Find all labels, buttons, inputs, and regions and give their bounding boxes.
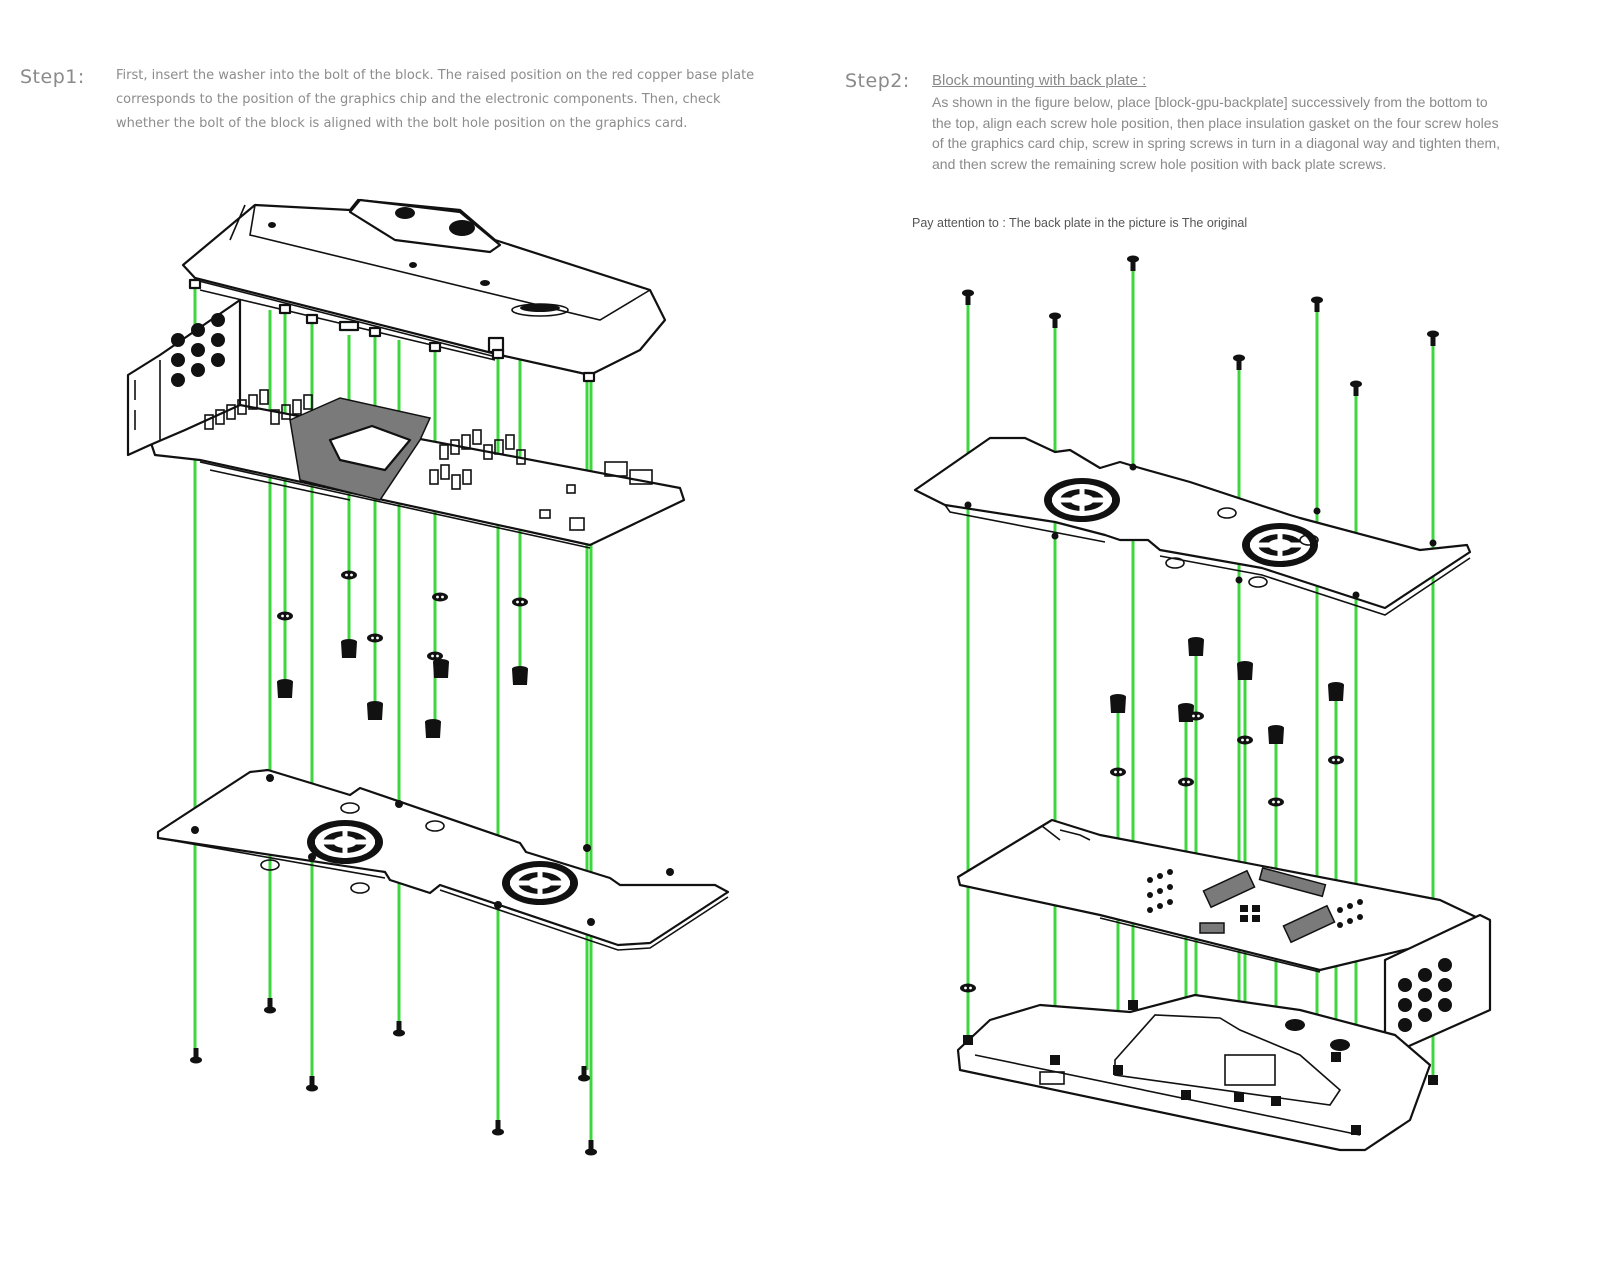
attention-note: Pay attention to : The back plate in the… [912, 216, 1248, 230]
solder-pads [1147, 869, 1363, 928]
step2-line: As shown in the figure below, place [blo… [932, 94, 1488, 110]
step1-line: corresponds to the position of the graph… [116, 92, 721, 107]
block-standoffs [188, 278, 596, 383]
step1-text: First, insert the washer into the bolt o… [116, 64, 754, 136]
step1-line: First, insert the washer into the bolt o… [116, 68, 755, 83]
step2-line: of the graphics card chip, screw in spri… [932, 135, 1501, 151]
io-ports [171, 313, 225, 387]
step1-line: whether the bolt of the block is aligned… [116, 116, 688, 131]
left-washers-springs [277, 570, 528, 738]
right-water-block [956, 993, 1438, 1152]
step2-line: the top, align each screw hole position,… [932, 114, 1499, 131]
graphics-card-pcb [126, 298, 686, 549]
step2-text: As shown in the figure below, place [blo… [932, 92, 1500, 174]
io-ports [1398, 958, 1452, 1032]
plate-holes [964, 463, 1437, 599]
right-diagram [913, 255, 1492, 1152]
step2-line: and then screw the remaining screw hole … [932, 155, 1387, 172]
step1-label: Step1: [20, 66, 85, 88]
right-graphics-card [956, 818, 1492, 1052]
left-back-plate [156, 768, 730, 951]
step2-heading: Block mounting with back plate : [932, 72, 1147, 89]
capacitors [204, 389, 526, 490]
pcb-chips [539, 461, 653, 531]
water-block [181, 198, 667, 383]
left-bottom-screws [190, 998, 597, 1156]
right-top-screws [962, 255, 1439, 396]
right-back-plate [913, 436, 1472, 616]
left-diagram [126, 198, 730, 1156]
step2-label: Step2: [845, 70, 910, 92]
plate-standoffs [191, 774, 674, 926]
block-standoffs [963, 1000, 1438, 1135]
